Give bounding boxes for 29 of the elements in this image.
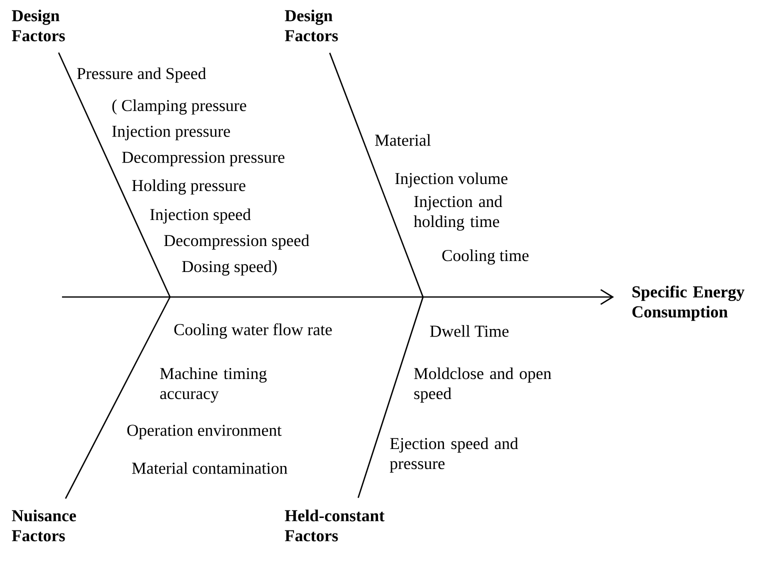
cause-label: Injection and holding time [414, 195, 502, 231]
cause-label: Injection volume [395, 172, 508, 188]
cause-label: Material contamination [132, 462, 288, 474]
cause-label: Dwell Time [430, 325, 509, 337]
bone-line [358, 296, 424, 498]
category-label: Nuisance Factors [12, 510, 76, 542]
cause-label: Injection pressure [112, 126, 230, 140]
cause-label: Ejection speed and pressure [390, 437, 518, 473]
category-label: Design Factors [284, 10, 338, 42]
cause-label: ( Clamping pressure [112, 99, 246, 115]
spine-arrow [62, 289, 614, 305]
category-label: Design Factors [12, 10, 65, 42]
cause-label: Decompression pressure [122, 152, 284, 166]
cause-label: Cooling time [442, 249, 529, 265]
cause-label: Decompression speed [164, 234, 310, 250]
bone-line [329, 52, 424, 298]
cause-label: Injection speed [150, 208, 251, 224]
cause-label: Machine timing accuracy [160, 367, 267, 403]
cause-label: Dosing speed) [182, 260, 277, 276]
cause-label: Moldclose and open speed [414, 367, 552, 403]
bone-line [64, 296, 171, 499]
cause-label: Cooling water flow rate [174, 323, 332, 339]
category-label: Held-constant Factors [284, 510, 385, 542]
cause-label: Holding pressure [132, 179, 246, 195]
cause-label: Pressure and Speed [77, 67, 206, 83]
bone-line [58, 52, 171, 298]
cause-label: Material [375, 134, 431, 146]
category-label: Specific Energy Consumption [632, 286, 744, 321]
cause-label: Operation environment [127, 424, 282, 440]
